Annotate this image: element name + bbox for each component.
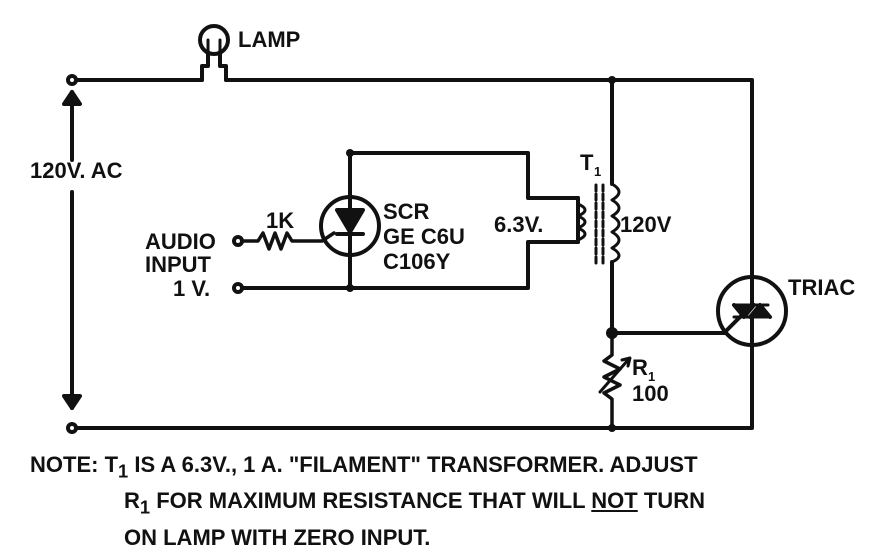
note-l2-text: FOR MAXIMUM RESISTANCE THAT WILL bbox=[150, 488, 592, 514]
audio-label-line1: AUDIO bbox=[145, 229, 216, 254]
note-l2-r: R bbox=[124, 488, 140, 514]
triac-label: TRIAC bbox=[788, 275, 855, 300]
primary-voltage-label: 120V bbox=[620, 212, 672, 237]
note-l1-t: T bbox=[104, 452, 119, 477]
audio-label-line2: INPUT bbox=[145, 252, 212, 277]
note-l1-text: IS A 6.3V., 1 A. "FILAMENT" TRANSFORMER.… bbox=[128, 452, 698, 477]
note-line-3: ON LAMP WITH ZERO INPUT. bbox=[124, 524, 431, 550]
scr-label-line1: SCR bbox=[383, 199, 430, 224]
note-l2-tail: TURN bbox=[637, 488, 705, 514]
supply-terminals bbox=[62, 74, 82, 434]
r1-value-label: 100 bbox=[632, 381, 669, 406]
triac-symbol bbox=[716, 273, 788, 347]
r1-label: R bbox=[632, 355, 648, 380]
note-line-1: NOTE: T1 IS A 6.3V., 1 A. "FILAMENT" TRA… bbox=[30, 450, 860, 486]
audio-label-line3: 1 V. bbox=[173, 276, 210, 301]
scr-loop-wire bbox=[236, 151, 580, 290]
note-prefix: NOTE: bbox=[30, 452, 99, 477]
supply-label: 120V. AC bbox=[30, 158, 123, 183]
lamp-symbol bbox=[198, 24, 230, 82]
note-line-2: R1 FOR MAXIMUM RESISTANCE THAT WILL NOT … bbox=[30, 486, 860, 522]
scr-label-line3: C106Y bbox=[383, 249, 451, 274]
note-l1-subscript: 1 bbox=[118, 460, 129, 482]
note-block: NOTE: T1 IS A 6.3V., 1 A. "FILAMENT" TRA… bbox=[30, 450, 860, 553]
top-rail-wire bbox=[70, 78, 754, 277]
transformer-subscript: 1 bbox=[594, 164, 601, 179]
transformer-label: T bbox=[580, 150, 594, 175]
lamp-label: LAMP bbox=[238, 27, 300, 52]
resistor-1k-label: 1K bbox=[266, 208, 294, 233]
scr-symbol bbox=[319, 195, 381, 258]
note-l2-subscript: 1 bbox=[139, 496, 151, 518]
bottom-rail-wire bbox=[70, 343, 754, 430]
resistor-1k bbox=[232, 231, 336, 294]
variable-resistor-r1 bbox=[598, 331, 632, 430]
note-not-emphasis: NOT bbox=[591, 488, 638, 514]
secondary-voltage-label: 6.3V. bbox=[494, 212, 543, 237]
transformer-t1 bbox=[576, 78, 621, 335]
r1-subscript: 1 bbox=[648, 369, 655, 384]
scr-label-line2: GE C6U bbox=[383, 224, 465, 249]
junction-dots bbox=[346, 76, 616, 432]
circuit-schematic: LAMP 120V. AC AUDIO INPUT 1 V. 1K SCR GE… bbox=[30, 24, 855, 434]
